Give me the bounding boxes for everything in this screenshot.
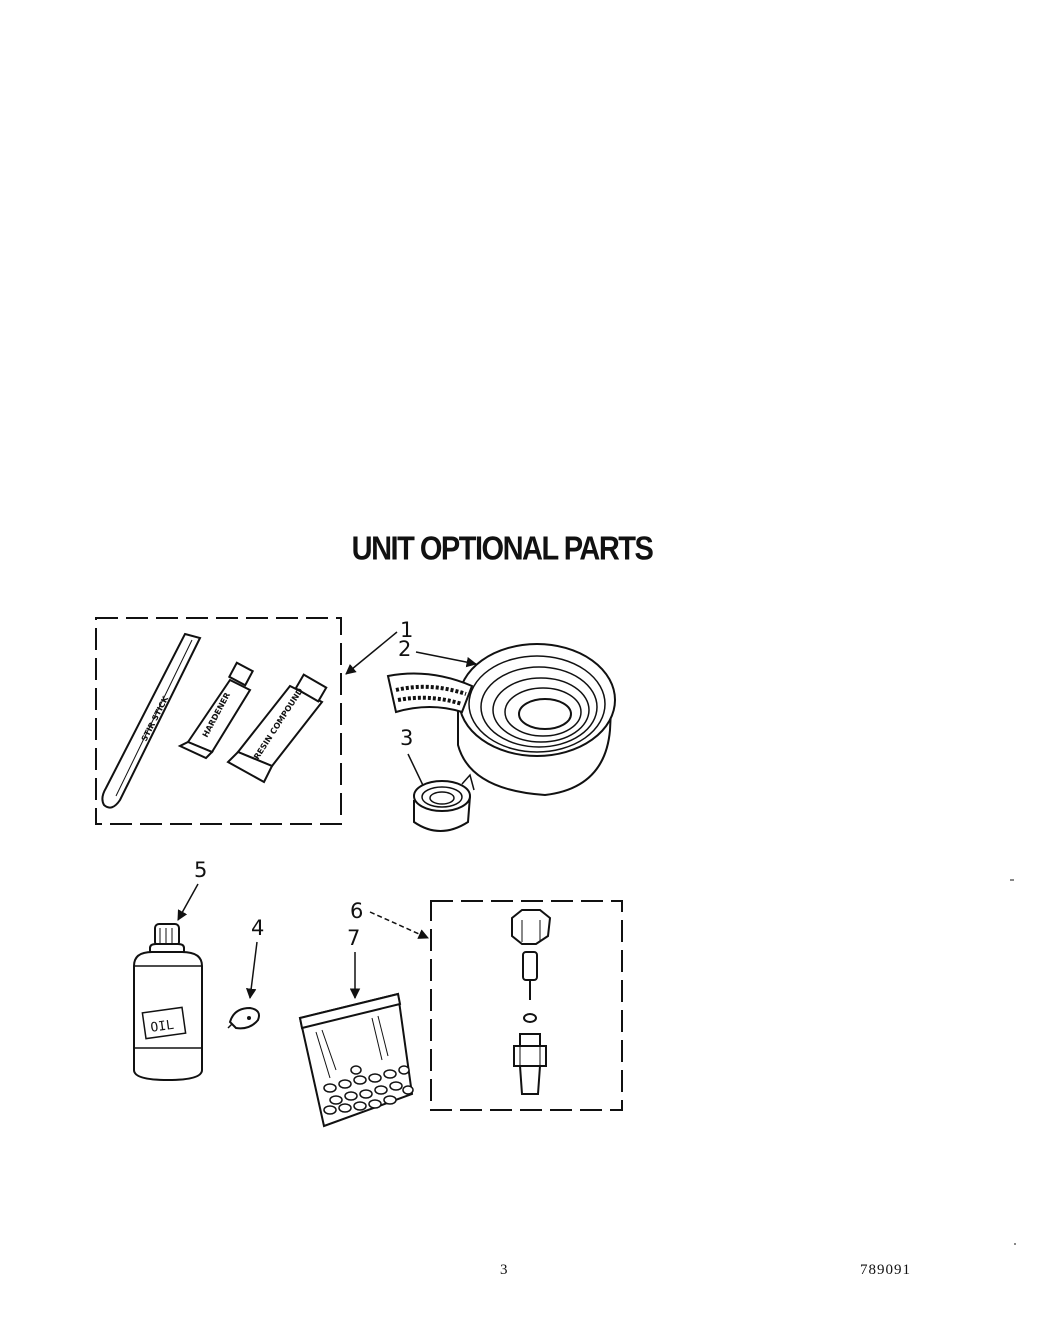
callout-2: 2	[398, 637, 411, 661]
callout-1: 1	[400, 618, 413, 642]
callout-5-leader	[177, 883, 199, 921]
callout-7: 7	[347, 926, 360, 950]
kit-dashed-box	[95, 617, 342, 825]
callout-5: 5	[194, 858, 207, 882]
page-title: UNIT OPTIONAL PARTS	[351, 530, 654, 568]
valve-assembly-icon	[511, 909, 552, 1095]
callout-4: 4	[251, 916, 264, 940]
resin-tube-icon: RESIN COMPOUND	[226, 673, 328, 784]
tape-roll-icon	[386, 643, 616, 797]
callout-1-leader	[345, 631, 398, 675]
callout-4-leader	[245, 941, 258, 1000]
repair-kit-group: STIR STICK HARDENER RESIN COMPOUND	[95, 617, 342, 825]
hardener-tube-icon: HARDENER	[177, 661, 255, 760]
page-number: 3	[500, 1262, 508, 1278]
callout-6-leader	[369, 911, 429, 939]
small-tape-coil-icon	[413, 773, 475, 832]
stir-stick-icon: STIR STICK	[101, 632, 202, 809]
callout-2-leader	[415, 651, 478, 668]
document-number: 789091	[860, 1262, 911, 1278]
capsule-icon	[227, 1006, 260, 1030]
valve-dashed-box	[430, 900, 623, 1111]
oil-bottle-icon: OIL	[133, 923, 203, 1082]
callout-6: 6	[350, 899, 363, 923]
callout-3: 3	[400, 726, 413, 750]
valve-kit-group	[430, 900, 623, 1111]
pellet-bag-icon	[298, 992, 414, 1128]
oil-label: OIL	[150, 1018, 176, 1036]
